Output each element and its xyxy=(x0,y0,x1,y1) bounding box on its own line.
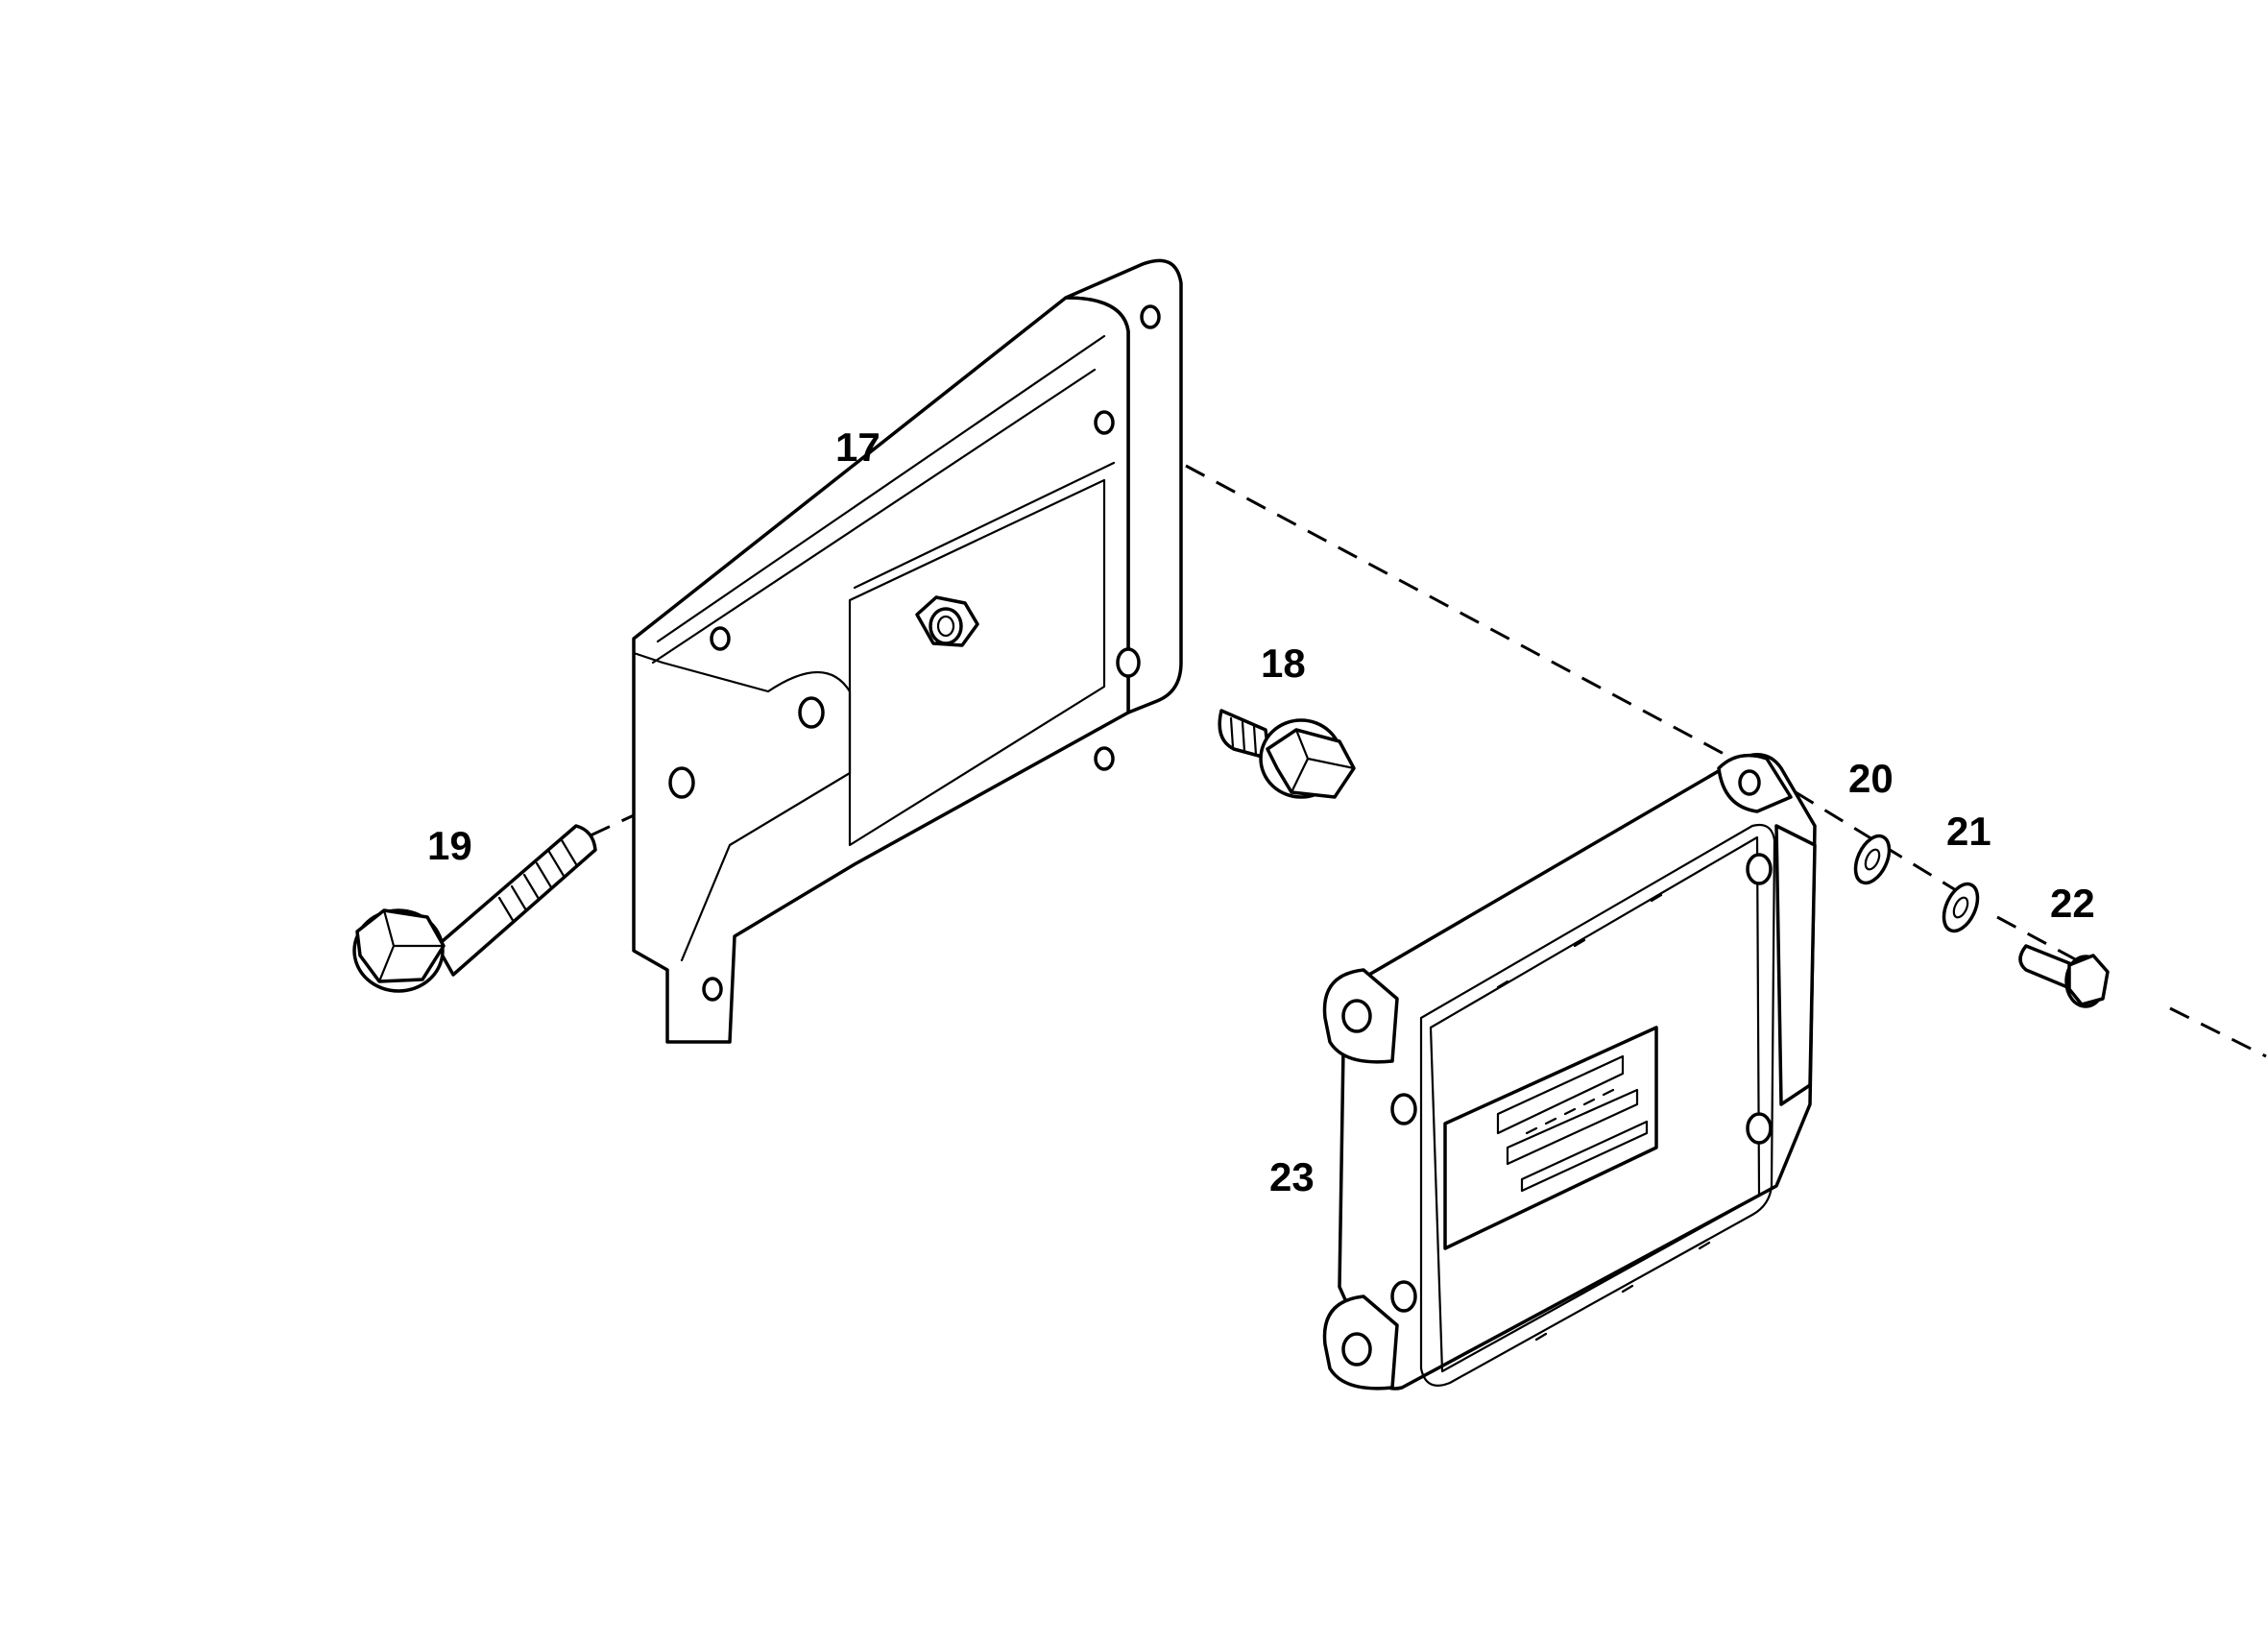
control-unit xyxy=(1322,753,1817,1391)
callout-23: 23 xyxy=(1269,1154,1315,1199)
weld-nut xyxy=(915,595,979,647)
short-bolt xyxy=(1218,709,1356,799)
mounting-bracket xyxy=(632,258,1183,1044)
small-screw xyxy=(2018,944,2110,1008)
callout-labels: 17 18 19 20 21 22 23 xyxy=(427,424,2095,1199)
callout-19: 19 xyxy=(427,823,472,868)
callout-22: 22 xyxy=(2050,881,2095,926)
callout-18: 18 xyxy=(1261,641,1306,686)
callout-20: 20 xyxy=(1848,756,1894,801)
lock-washer xyxy=(1942,882,1980,933)
long-bolt xyxy=(352,824,597,993)
callout-21: 21 xyxy=(1946,809,1991,854)
flat-washer xyxy=(1853,834,1892,885)
callout-17: 17 xyxy=(835,424,881,470)
